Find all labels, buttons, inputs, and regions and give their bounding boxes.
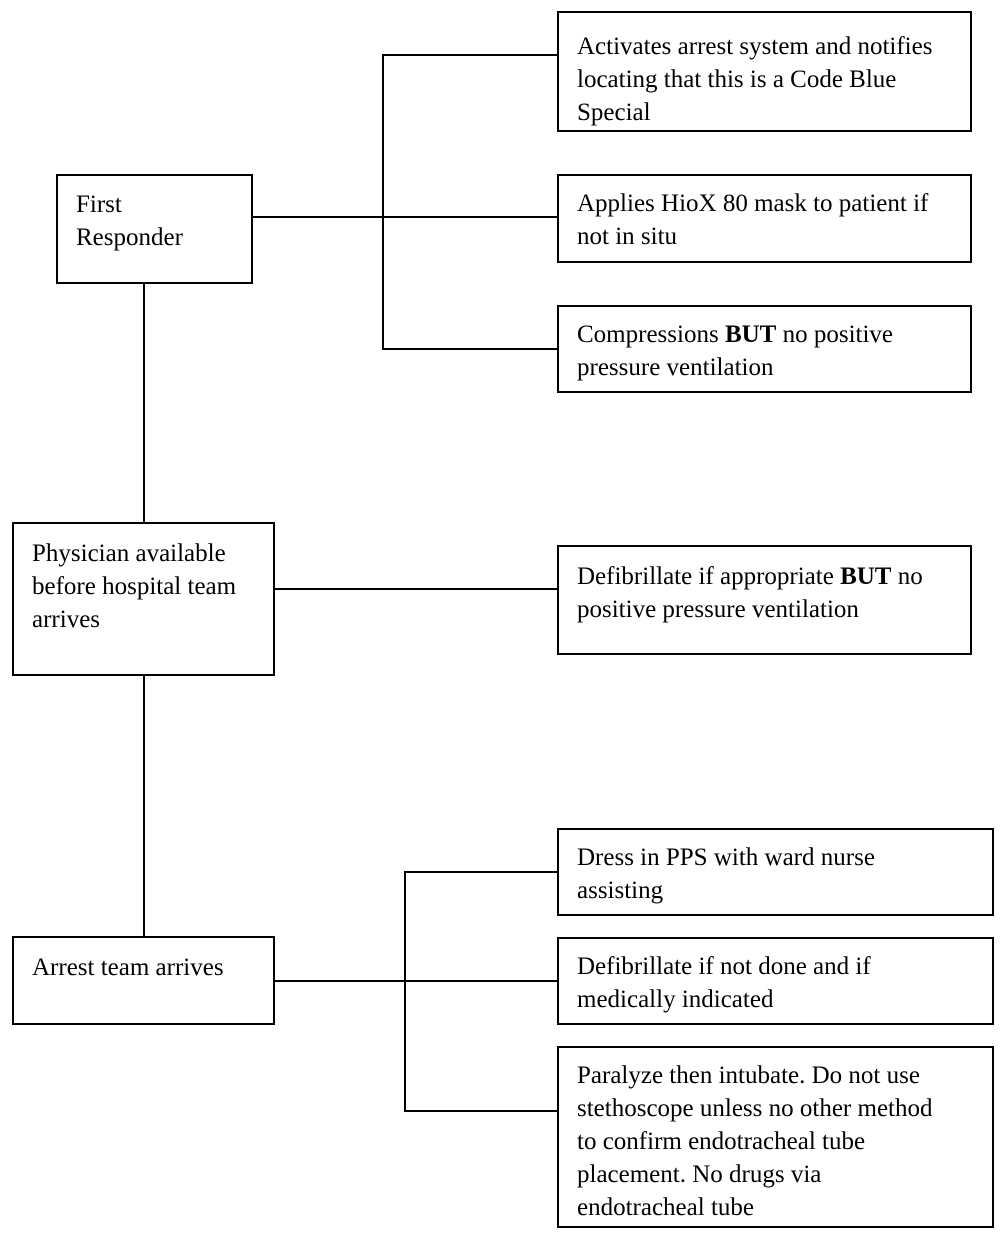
connector-arrest-bus <box>404 871 406 1112</box>
connector-first-responder-bus <box>382 54 384 350</box>
action-apply-mask: Applies HioX 80 mask to patient if not i… <box>557 174 972 263</box>
connector-physician-to-arrest <box>143 675 145 937</box>
action-defibrillate-if-not-done: Defibrillate if not done and if medicall… <box>557 937 994 1025</box>
connector-action-5 <box>404 871 558 873</box>
step-physician: Physician available before hospital team… <box>12 522 275 676</box>
connector-action-7 <box>404 1110 558 1112</box>
action-compressions: Compressions BUT no positive pressure ve… <box>557 305 972 393</box>
connector-first-to-physician <box>143 283 145 524</box>
connector-arrest-stem <box>274 980 558 982</box>
step-arrest-team: Arrest team arrives <box>12 936 275 1025</box>
connector-physician-action <box>274 588 558 590</box>
step-first-responder: First Responder <box>56 174 253 284</box>
step-label: First Responder <box>76 191 183 251</box>
connector-action-2 <box>382 216 558 218</box>
connector-first-responder-stem <box>252 216 383 218</box>
step-label: Physician available before hospital team… <box>32 540 237 633</box>
connector-action-3 <box>382 348 558 350</box>
action-dress-in-pps: Dress in PPS with ward nurse assisting <box>557 828 994 916</box>
action-defibrillate-if-appropriate: Defibrillate if appropriate BUT no posit… <box>557 545 972 655</box>
action-activate-arrest-system: Activates arrest system and notifies loc… <box>557 11 972 132</box>
step-label: Arrest team arrives <box>32 954 224 981</box>
connector-action-1 <box>382 54 558 56</box>
action-paralyze-intubate: Paralyze then intubate. Do not use steth… <box>557 1046 994 1228</box>
